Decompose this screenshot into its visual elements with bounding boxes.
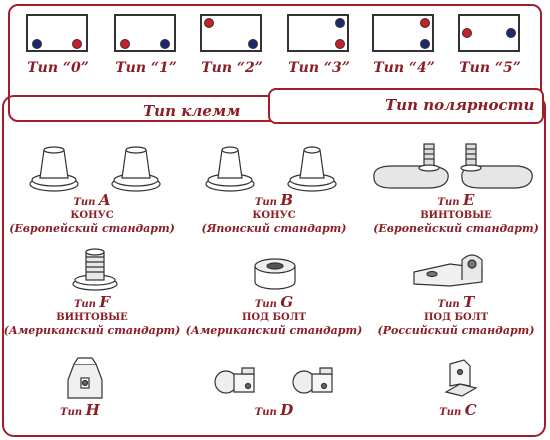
terminal-label-c: Тип C: [439, 401, 477, 419]
negative-terminal-icon: [32, 39, 42, 49]
battery-type-3: [287, 14, 351, 54]
polarity-label-4: Тип “4”: [373, 60, 435, 76]
negative-terminal-icon: [420, 39, 430, 49]
polarity-section-title: Тип полярности: [385, 96, 535, 114]
polarity-label-5: Тип “5”: [459, 60, 521, 76]
battery-type-2: [200, 14, 264, 54]
terminal-label-b: Тип B КОНУС (Японский стандарт): [201, 191, 347, 236]
screw-terminal-e-icon: [373, 143, 533, 189]
cone-terminal-a-icon: [29, 146, 161, 192]
battery-type-5: [458, 14, 522, 54]
positive-terminal-icon: [204, 18, 214, 28]
terminal-label-e: Тип E ВИНТОВЫЕ (Европейский стандарт): [373, 191, 539, 236]
bolt-terminal-t-icon: [413, 254, 483, 287]
negative-terminal-icon: [248, 39, 258, 49]
terminal-section-title: Тип клемм: [143, 102, 241, 120]
polarity-label-0: Тип “0”: [27, 60, 89, 76]
positive-terminal-icon: [335, 39, 345, 49]
terminal-label-f: Тип F ВИНТОВЫЕ (Американский стандарт): [3, 293, 181, 338]
terminal-h-icon: [67, 357, 103, 399]
battery-type-1: [114, 14, 178, 54]
positive-terminal-icon: [420, 18, 430, 28]
cone-terminal-b-icon: [205, 146, 337, 192]
battery-type-4: [372, 14, 436, 54]
terminal-label-h: Тип H: [60, 401, 100, 419]
screw-terminal-f-icon: [72, 248, 118, 291]
terminal-label-a: Тип A КОНУС (Европейский стандарт): [9, 191, 175, 236]
terminal-label-d: Тип D: [254, 401, 294, 419]
negative-terminal-icon: [506, 28, 516, 38]
positive-terminal-icon: [120, 39, 130, 49]
terminal-d-icon: [214, 367, 333, 394]
positive-terminal-icon: [72, 39, 82, 49]
positive-terminal-icon: [462, 28, 472, 38]
negative-terminal-icon: [160, 39, 170, 49]
bolt-terminal-g-icon: [254, 258, 296, 290]
polarity-label-3: Тип “3”: [288, 60, 350, 76]
terminal-label-g: Тип G ПОД БОЛТ (Американский стандарт): [185, 293, 363, 338]
negative-terminal-icon: [335, 18, 345, 28]
polarity-label-1: Тип “1”: [115, 60, 177, 76]
terminal-label-t: Тип T ПОД БОЛТ (Российский стандарт): [377, 293, 535, 338]
battery-type-0: [26, 14, 90, 54]
polarity-label-2: Тип “2”: [201, 60, 263, 76]
terminal-c-icon: [444, 359, 478, 397]
